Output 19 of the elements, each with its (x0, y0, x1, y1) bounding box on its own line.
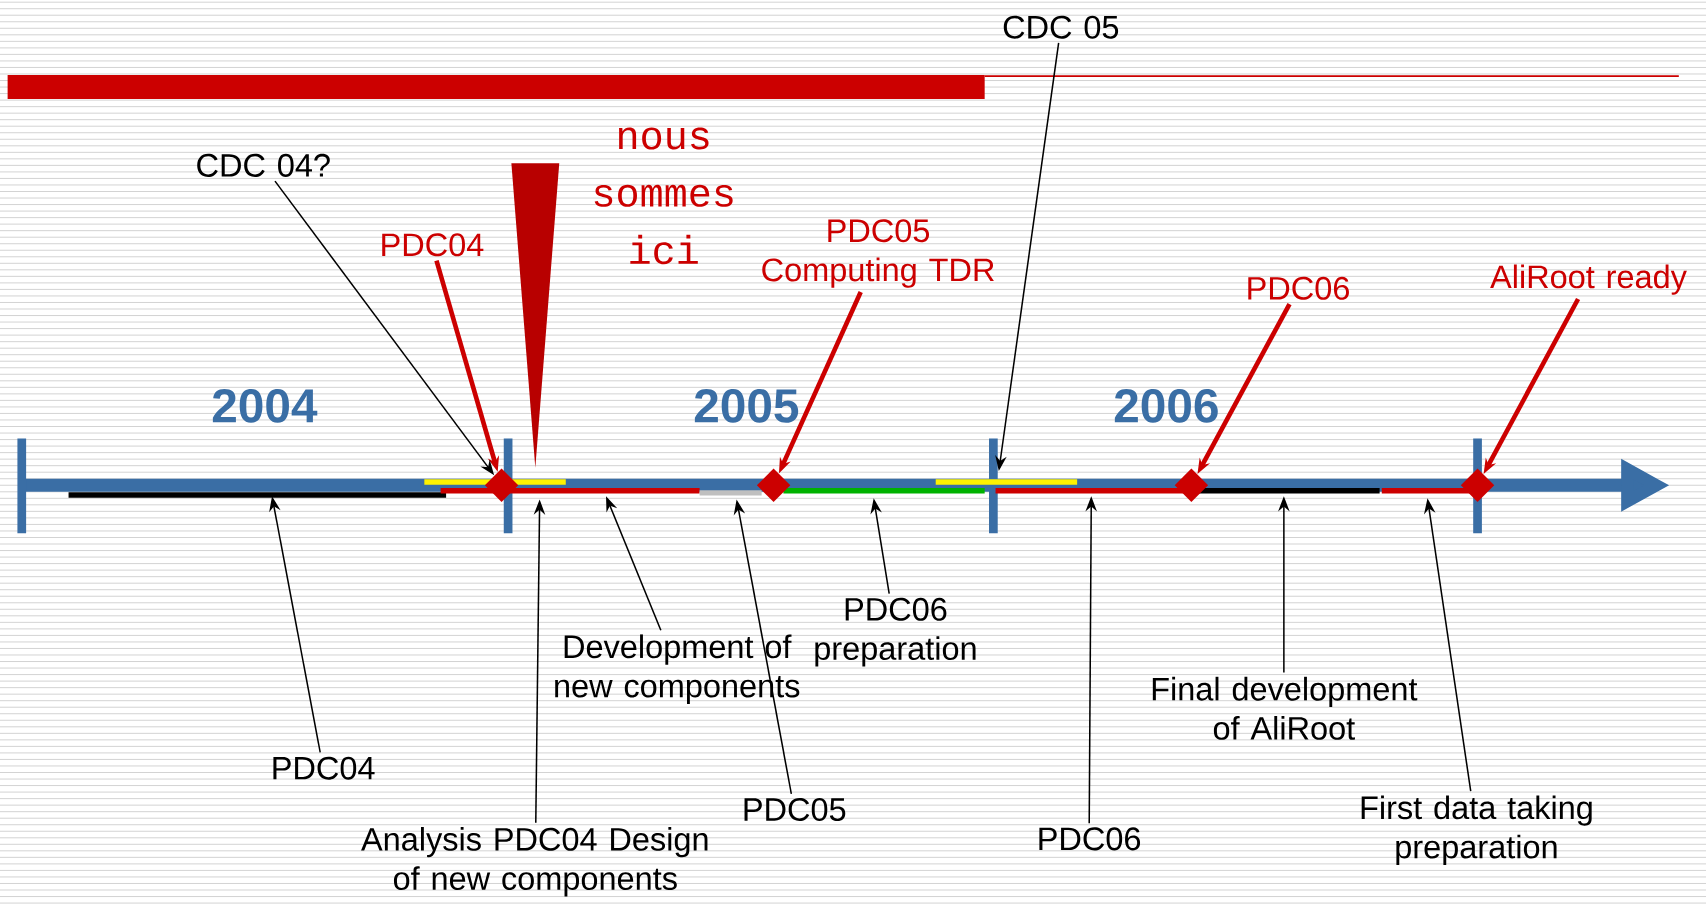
callout-text: PDC04 (273, 756, 375, 780)
callout-text: PDC05 (744, 797, 846, 821)
callout-text: AliRoot ready (1490, 264, 1687, 295)
callout-text: CDC 05 (1003, 15, 1119, 39)
callout-text: PDC05 Computing TDR (762, 219, 994, 288)
pointer-wedge (511, 163, 560, 468)
milestone-diamond (484, 468, 519, 502)
milestone-diamond (756, 468, 791, 502)
milestone-diamond (1174, 468, 1209, 502)
callout-text: PDC04 (382, 233, 484, 257)
callout-text: PDC06 (1248, 276, 1349, 300)
callout-text: PDC06 preparation (815, 597, 976, 667)
callout-text: CDC 04? (197, 153, 330, 177)
callout-text: Analysis PDC04 Design of new components (361, 826, 708, 897)
milestone-diamond (1460, 468, 1495, 502)
callout-text: Final development of AliRoot (1152, 676, 1418, 740)
callout-text: PDC06 (1039, 827, 1141, 851)
callout-text: First data taking preparation (1361, 795, 1592, 865)
year-label: 2004 (212, 388, 318, 423)
